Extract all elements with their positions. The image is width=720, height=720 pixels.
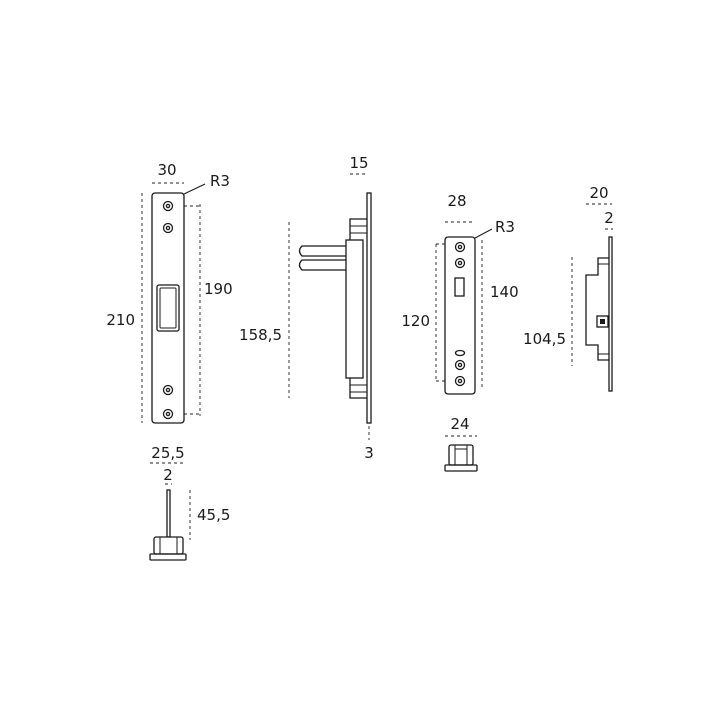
dimension-radius: R3: [210, 172, 230, 190]
dimension-height: 158,5: [239, 326, 282, 344]
box-body: [345, 239, 364, 379]
dimension-radius: R3: [495, 218, 515, 236]
short-strike-side-view: 20 2 104,5: [523, 184, 614, 392]
dimension-height: 140: [490, 283, 519, 301]
keeper-cap-view: 24: [444, 415, 478, 472]
latch-tongue: [298, 245, 346, 271]
screw-hole: [162, 200, 174, 212]
plunger-base: [149, 553, 187, 561]
dimension-width: 28: [447, 192, 466, 210]
side-plate: [608, 236, 613, 392]
screw-hole: [162, 222, 174, 234]
screw-hole: [454, 359, 466, 371]
box-body: [585, 257, 609, 361]
dimension-depth: 15: [349, 154, 368, 172]
strike-plate-outline: [151, 192, 185, 424]
screw-hole: [454, 257, 466, 269]
adjust-slot: [454, 349, 466, 357]
side-plate: [366, 192, 372, 424]
plunger-view: 25,5 2 45,5: [149, 444, 230, 561]
screw-hole: [454, 241, 466, 253]
dimension-width: 24: [450, 415, 469, 433]
strike-plate-side-view: 15 158,5 3: [239, 154, 374, 462]
screw-hole: [454, 375, 466, 387]
short-strike-front-view: 28 R3 140 120: [401, 192, 519, 395]
dimension-height: 45,5: [197, 506, 230, 524]
dimension-pin: 2: [163, 466, 173, 484]
dimension-thickness: 3: [364, 444, 374, 462]
plunger-head: [153, 536, 184, 555]
dimension-width: 25,5: [151, 444, 184, 462]
latch-opening: [156, 284, 180, 332]
dimension-height: 210: [106, 311, 135, 329]
dimension-width: 30: [157, 161, 176, 179]
strike-plate-front-view: 30 R3 210 190: [106, 161, 233, 424]
fixing-screw: [596, 315, 609, 328]
dimension-depth: 20: [589, 184, 608, 202]
dimension-height: 104,5: [523, 330, 566, 348]
dimension-hole-span: 190: [204, 280, 233, 298]
dimension-hole-span: 120: [401, 312, 430, 330]
screw-hole: [162, 408, 174, 420]
short-strike-outline: [444, 236, 476, 395]
cap-top: [448, 444, 474, 466]
screw-hole: [162, 384, 174, 396]
dimension-thickness: 2: [604, 209, 614, 227]
plunger-pin: [166, 489, 171, 538]
latch-opening: [454, 277, 465, 297]
cap-base: [444, 464, 478, 472]
